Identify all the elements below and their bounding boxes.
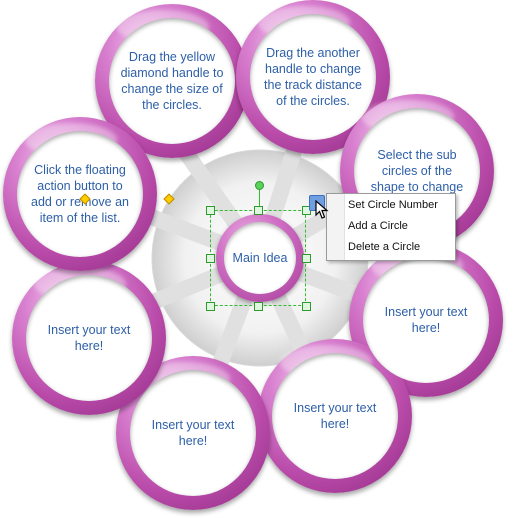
sub-circle-3-text: Select the sub circles of the shape to c… bbox=[370, 148, 464, 194]
selection-box bbox=[210, 210, 306, 306]
main-idea-inner: Main Idea bbox=[224, 222, 296, 294]
resize-handle-n[interactable] bbox=[254, 206, 263, 215]
resize-handle-e[interactable] bbox=[302, 254, 311, 263]
rotation-handle-icon[interactable] bbox=[255, 181, 264, 190]
menu-item-add-circle[interactable]: Add a Circle bbox=[348, 220, 408, 232]
sub-circle-5[interactable]: Insert your text here! bbox=[258, 339, 412, 493]
sub-circle-4-inner: Insert your text here! bbox=[363, 257, 489, 383]
context-menu-icon-strip bbox=[327, 194, 345, 260]
resize-handle-w[interactable] bbox=[206, 254, 215, 263]
rotation-line bbox=[259, 189, 260, 209]
sub-circle-8[interactable]: Click the floating action button to add … bbox=[3, 117, 157, 271]
arrow-cursor-icon bbox=[315, 200, 329, 219]
resize-handle-nw[interactable] bbox=[206, 206, 215, 215]
sub-circle-2-inner: Drag the another handle to change the tr… bbox=[250, 14, 376, 140]
sub-circle-2-text: Drag the another handle to change the tr… bbox=[264, 46, 362, 108]
main-idea-circle[interactable]: Main Idea bbox=[216, 214, 304, 302]
main-idea-text: Main Idea bbox=[232, 251, 288, 265]
sub-circle-1[interactable]: Drag the yellow diamond handle to change… bbox=[95, 4, 249, 158]
sub-circle-7[interactable]: Insert your text here! bbox=[12, 261, 166, 415]
sub-circle-1-text: Drag the yellow diamond handle to change… bbox=[120, 50, 224, 112]
sub-circle-1-inner: Drag the yellow diamond handle to change… bbox=[109, 18, 235, 144]
sub-circle-5-text: Insert your text here! bbox=[293, 401, 377, 431]
sub-circle-6-text: Insert your text here! bbox=[151, 418, 235, 448]
resize-handle-se[interactable] bbox=[302, 302, 311, 311]
menu-item-delete-circle[interactable]: Delete a Circle bbox=[348, 241, 421, 253]
resize-handle-s[interactable] bbox=[254, 302, 263, 311]
sub-circle-8-text: Click the floating action button to add … bbox=[31, 163, 129, 225]
menu-item-set-circle-number[interactable]: Set Circle Number bbox=[348, 199, 438, 211]
sub-circle-7-inner: Insert your text here! bbox=[26, 275, 152, 401]
sub-circle-5-inner: Insert your text here! bbox=[272, 353, 398, 479]
resize-handle-sw[interactable] bbox=[206, 302, 215, 311]
sub-circle-6-inner: Insert your text here! bbox=[130, 370, 256, 496]
context-menu: Set Circle Number Add a Circle Delete a … bbox=[326, 193, 456, 261]
sub-circle-4-text: Insert your text here! bbox=[384, 305, 468, 335]
sub-circle-7-text: Insert your text here! bbox=[47, 323, 131, 353]
sub-circle-8-inner: Click the floating action button to add … bbox=[17, 131, 143, 257]
